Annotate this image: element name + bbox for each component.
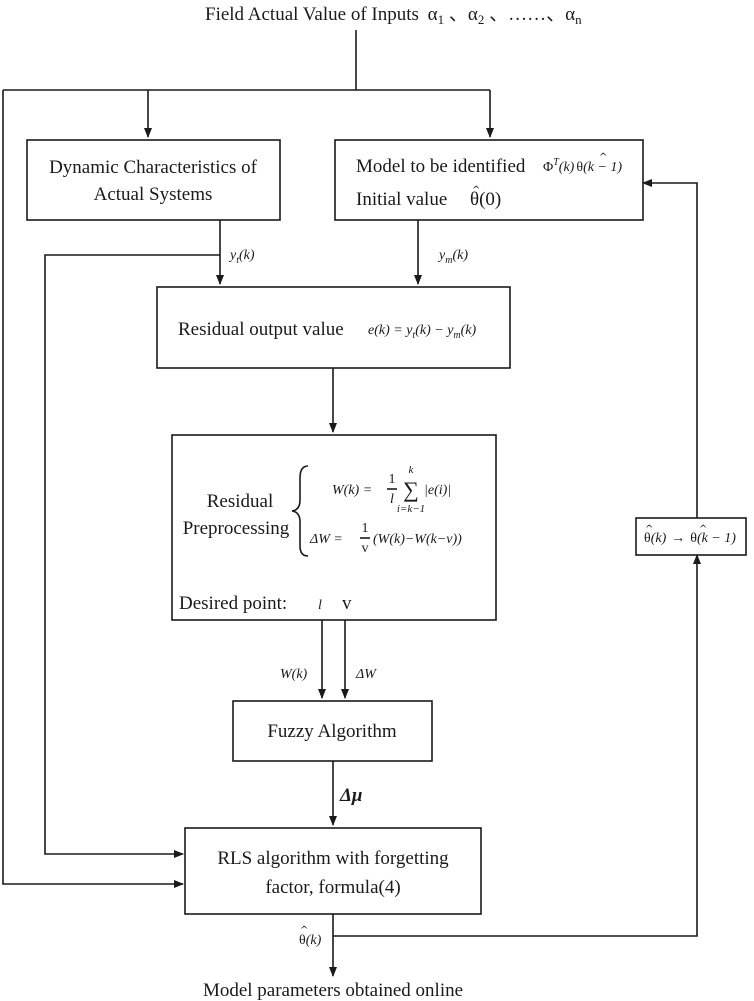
hat-accents: ^ ^ ^ ^ ^ [300, 152, 707, 936]
theta-update-text: θ(k)→θ(k − 1) [644, 531, 736, 546]
initial-value-equation: θ(0) [470, 189, 501, 210]
dw-frac-den: v [362, 541, 369, 556]
inputs-label: Field Actual Value of Inputs α1 、α2 、……、… [205, 4, 582, 29]
model-to-be-identified-box: Model to be identified ΦT(k)θ(k − 1) Ini… [334, 139, 644, 221]
fuzzy-algorithm-label: Fuzzy Algorithm [267, 721, 397, 742]
dynamic-characteristics-box: Dynamic Characteristics of Actual System… [26, 139, 281, 221]
dw-signal-label: ΔW [355, 667, 377, 682]
desired-point-v: v [342, 593, 352, 614]
w-eq-rhs: |e(i)| [424, 483, 451, 498]
fuzzy-algorithm-box: Fuzzy Algorithm [232, 700, 433, 762]
w-eq-lhs: W(k) = [332, 483, 372, 498]
sum-upper: k [409, 464, 415, 476]
residual-output-equation: e(k) = yt(k) − ym(k) [368, 323, 477, 341]
connector-lines [2, 30, 701, 977]
w-frac-den: l [390, 492, 394, 507]
rls-algorithm-box: RLS algorithm with forgetting factor, fo… [184, 827, 482, 915]
preprocessing-line2: Preprocessing [183, 518, 290, 539]
wk-signal-label: W(k) [280, 667, 308, 682]
svg-text:^: ^ [645, 524, 653, 535]
residual-output-box: Residual output value e(k) = yt(k) − ym(… [156, 286, 511, 369]
theta-update-box: θ(k)→θ(k − 1) [635, 517, 747, 556]
sum-symbol: ∑ [403, 477, 419, 502]
theta-k-output-label: θ(k) [299, 933, 322, 948]
svg-text:^: ^ [699, 524, 707, 535]
equation-brace [291, 465, 309, 557]
model-line2: Initial value [356, 189, 447, 210]
svg-text:^: ^ [472, 185, 480, 196]
dw-frac-num: 1 [362, 521, 369, 536]
desired-point-label: Desired point: [179, 593, 287, 614]
residual-preprocessing-box: Residual Preprocessing W(k) = 1 l k ∑ i=… [171, 434, 497, 621]
dw-eq-lhs: ΔW = [309, 532, 343, 547]
desired-point-l: l [318, 598, 322, 613]
dynamic-line1: Dynamic Characteristics of [49, 157, 258, 178]
delta-mu-signal-label: Δμ [339, 785, 362, 806]
svg-text:^: ^ [300, 925, 308, 936]
dynamic-line2: Actual Systems [94, 184, 213, 205]
preprocessing-line1: Residual [207, 491, 274, 512]
rls-line2: factor, formula(4) [265, 877, 400, 898]
dw-eq-rhs: (W(k)−W(k−v)) [373, 532, 462, 547]
rls-line1: RLS algorithm with forgetting [217, 848, 449, 869]
w-frac-num: 1 [389, 472, 396, 487]
output-label: Model parameters obtained online [203, 980, 463, 1001]
residual-output-label: Residual output value [178, 319, 344, 340]
model-equation: ΦT(k)θ(k − 1) [543, 157, 622, 175]
sum-lower: i=k−1 [397, 503, 425, 515]
yt-signal-label: yt(k) [228, 248, 255, 266]
ym-signal-label: ym(k) [437, 248, 468, 266]
model-line1: Model to be identified [356, 156, 526, 177]
svg-text:^: ^ [599, 152, 607, 163]
